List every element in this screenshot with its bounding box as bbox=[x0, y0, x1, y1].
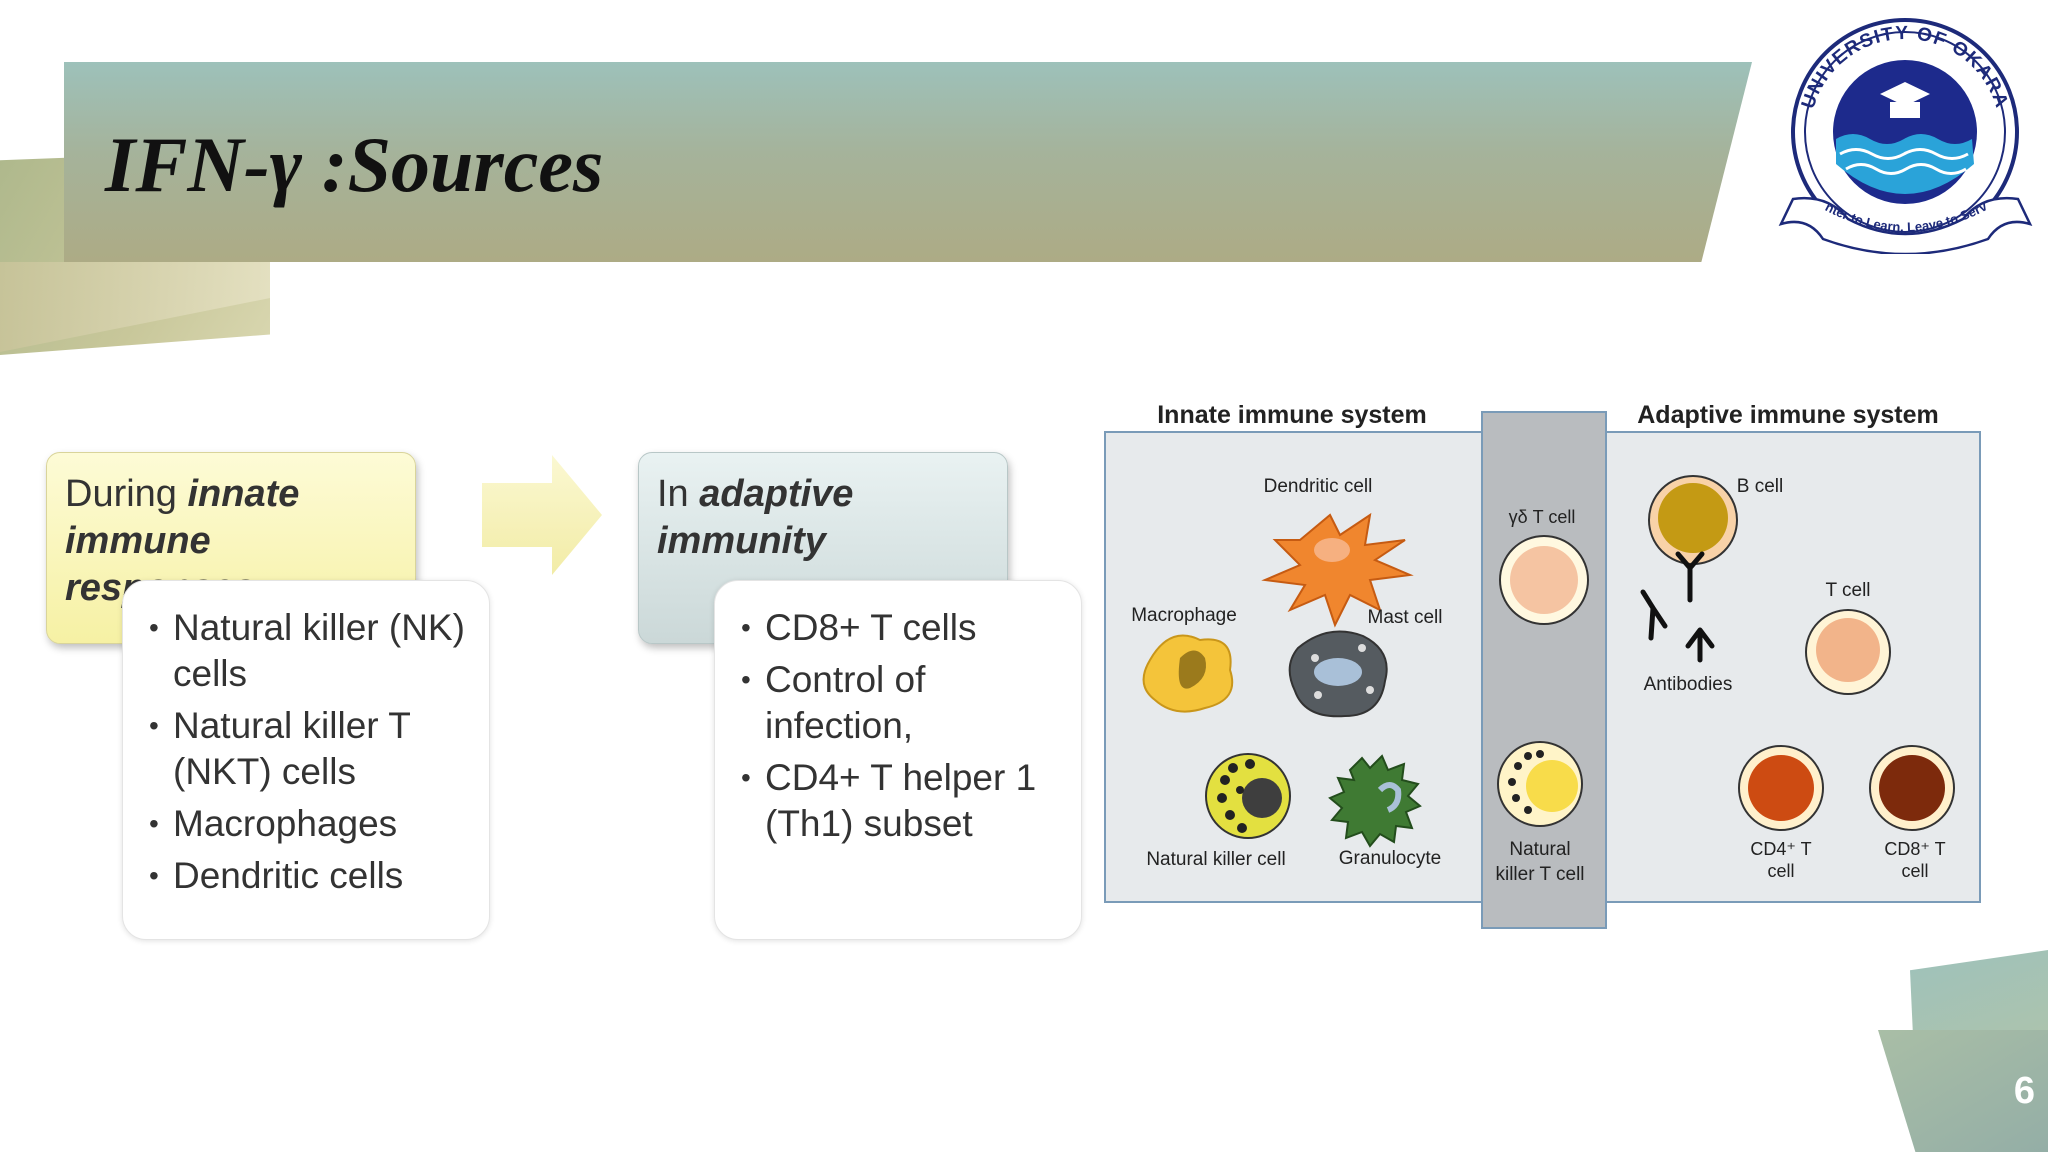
immune-system-diagram: Innate immune system Adaptive immune sys… bbox=[1104, 401, 1981, 929]
dendritic-cell-icon bbox=[1261, 512, 1414, 628]
slide-title: IFN-γ :Sources bbox=[105, 121, 604, 208]
b-cell-label: B cell bbox=[1737, 476, 1783, 497]
list-item: CD8+ T cells bbox=[741, 605, 1063, 651]
innate-heading-prefix: During bbox=[65, 473, 188, 515]
antibodies-label: Antibodies bbox=[1644, 674, 1733, 695]
b-cell-icon bbox=[1648, 475, 1738, 565]
gamma-delta-t-cell-icon bbox=[1499, 535, 1589, 625]
list-item: Natural killer (NK) cells bbox=[149, 605, 471, 697]
dendritic-cell-label: Dendritic cell bbox=[1264, 476, 1373, 497]
adaptive-system-title: Adaptive immune system bbox=[1637, 401, 1939, 429]
adaptive-heading-prefix: In bbox=[657, 473, 700, 515]
cd4-t-cell-label-line2: cell bbox=[1767, 861, 1794, 881]
cd8-t-cell-icon bbox=[1869, 745, 1955, 831]
list-item: Dendritic cells bbox=[149, 853, 471, 899]
right-arrow-icon bbox=[482, 455, 602, 575]
list-item: Macrophages bbox=[149, 801, 471, 847]
innate-system-title: Innate immune system bbox=[1157, 401, 1427, 429]
t-cell-label: T cell bbox=[1825, 580, 1870, 601]
university-logo: UNIVERSITY OF OKARA Enter to Learn, Leav… bbox=[1768, 4, 2033, 254]
mast-cell-label: Mast cell bbox=[1368, 607, 1443, 628]
adaptive-sources-list: CD8+ T cells Control of infection, CD4+ … bbox=[714, 580, 1082, 940]
cd4-t-cell-icon bbox=[1738, 745, 1824, 831]
innate-sources-list: Natural killer (NK) cells Natural killer… bbox=[122, 580, 490, 940]
nkt-cell-label-line2: killer T cell bbox=[1495, 864, 1584, 885]
antibodies-icon bbox=[1640, 551, 1715, 663]
title-banner bbox=[64, 62, 1752, 262]
nk-cell-icon bbox=[1205, 753, 1291, 839]
diagram-overlap-band bbox=[1481, 411, 1607, 929]
adaptive-heading-emphasis: adaptive immunity bbox=[657, 473, 854, 562]
nkt-cell-label-line1: Natural bbox=[1509, 839, 1570, 860]
slide-number: 6 bbox=[2013, 1070, 2035, 1112]
mast-cell-icon bbox=[1288, 630, 1388, 718]
granulocyte-icon bbox=[1328, 754, 1422, 848]
nk-cell-label: Natural killer cell bbox=[1146, 849, 1285, 870]
list-item: Control of infection, bbox=[741, 657, 1063, 749]
cd4-t-cell-label-line1: CD4⁺ T bbox=[1750, 839, 1811, 859]
t-cell-icon bbox=[1805, 609, 1891, 695]
granulocyte-label: Granulocyte bbox=[1339, 848, 1441, 869]
macrophage-icon bbox=[1142, 634, 1234, 713]
gamma-delta-t-cell-label: γδ T cell bbox=[1509, 507, 1576, 527]
list-item: Natural killer T (NKT) cells bbox=[149, 703, 471, 795]
list-item: CD4+ T helper 1 (Th1) subset bbox=[741, 755, 1063, 847]
macrophage-label: Macrophage bbox=[1131, 605, 1237, 626]
cd8-t-cell-label-line1: CD8⁺ T bbox=[1884, 839, 1945, 859]
nkt-cell-icon bbox=[1497, 741, 1583, 827]
cd8-t-cell-label-line2: cell bbox=[1901, 861, 1928, 881]
